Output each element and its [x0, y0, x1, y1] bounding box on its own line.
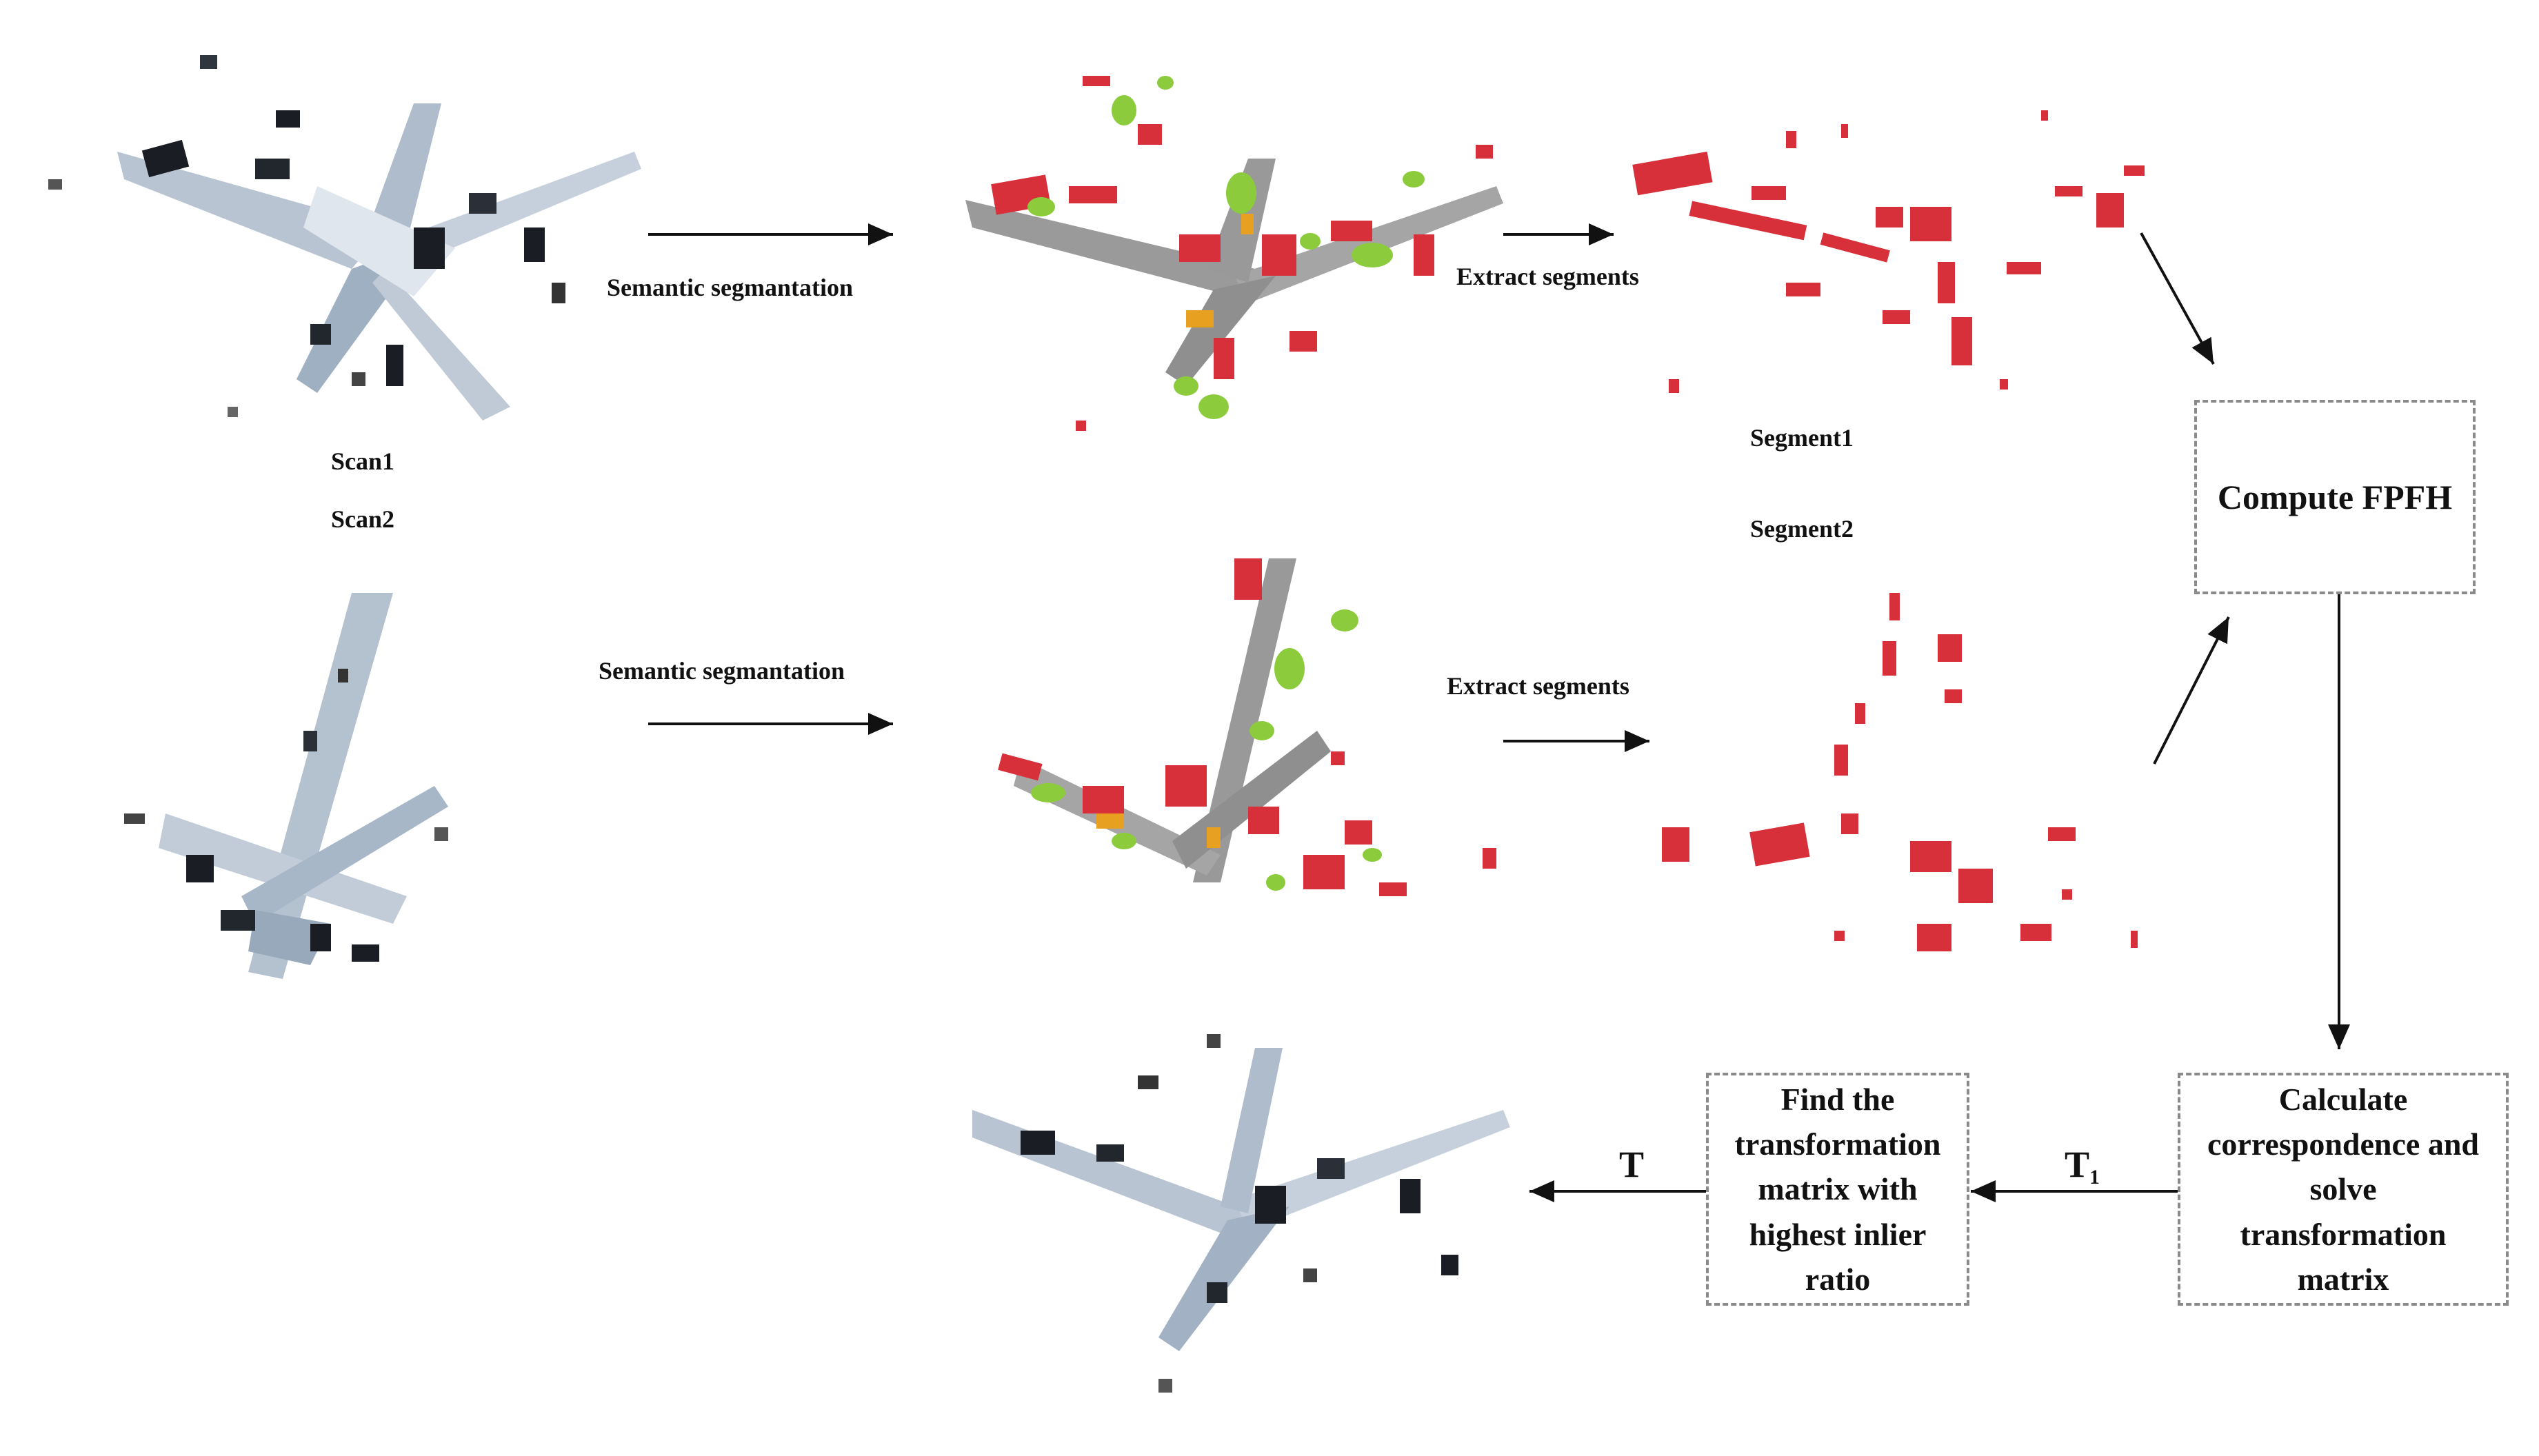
t1-subscript: 1 — [2089, 1166, 2100, 1189]
find-transformation-text: Find the transformation matrix with high… — [1734, 1081, 1941, 1297]
t1-label: T1 — [2065, 1143, 2100, 1189]
t1-main: T — [2065, 1144, 2090, 1185]
semantic2-point-cloud-image — [998, 558, 1496, 896]
t-label: T — [1619, 1144, 1645, 1185]
segment2-label: Segment2 — [1750, 515, 1854, 543]
scan1-point-cloud-image — [48, 55, 641, 421]
semantic1-point-cloud-image — [965, 76, 1503, 431]
find-transformation-box: Find the transformation matrix with high… — [1706, 1073, 1969, 1306]
extract-segments-label-top: Extract segments — [1456, 263, 1639, 290]
compute-fpfh-box: Compute FPFH — [2194, 400, 2476, 594]
compute-fpfh-text: Compute FPFH — [2217, 477, 2453, 516]
segment2-point-cloud-image — [1662, 593, 2138, 951]
segment1-label: Segment1 — [1750, 424, 1854, 452]
arrow-segment2-to-fpfh — [2153, 616, 2230, 765]
calculate-correspondence-text: Calculate correspondence and solve trans… — [2207, 1081, 2479, 1297]
semantic-segmentation-label-bottom: Semantic segmantation — [599, 657, 845, 685]
scan2-label: Scan2 — [331, 505, 395, 533]
extract-segments-label-bottom: Extract segments — [1447, 672, 1629, 700]
registered-result-point-cloud-image — [972, 1034, 1510, 1393]
arrow-segment1-to-fpfh — [2140, 232, 2215, 365]
scan2-point-cloud-image — [124, 593, 448, 979]
segment1-point-cloud-image — [1632, 110, 2145, 393]
calculate-correspondence-box: Calculate correspondence and solve trans… — [2178, 1073, 2509, 1306]
scan1-label: Scan1 — [331, 447, 395, 475]
semantic-segmentation-label-top: Semantic segmantation — [607, 274, 853, 301]
